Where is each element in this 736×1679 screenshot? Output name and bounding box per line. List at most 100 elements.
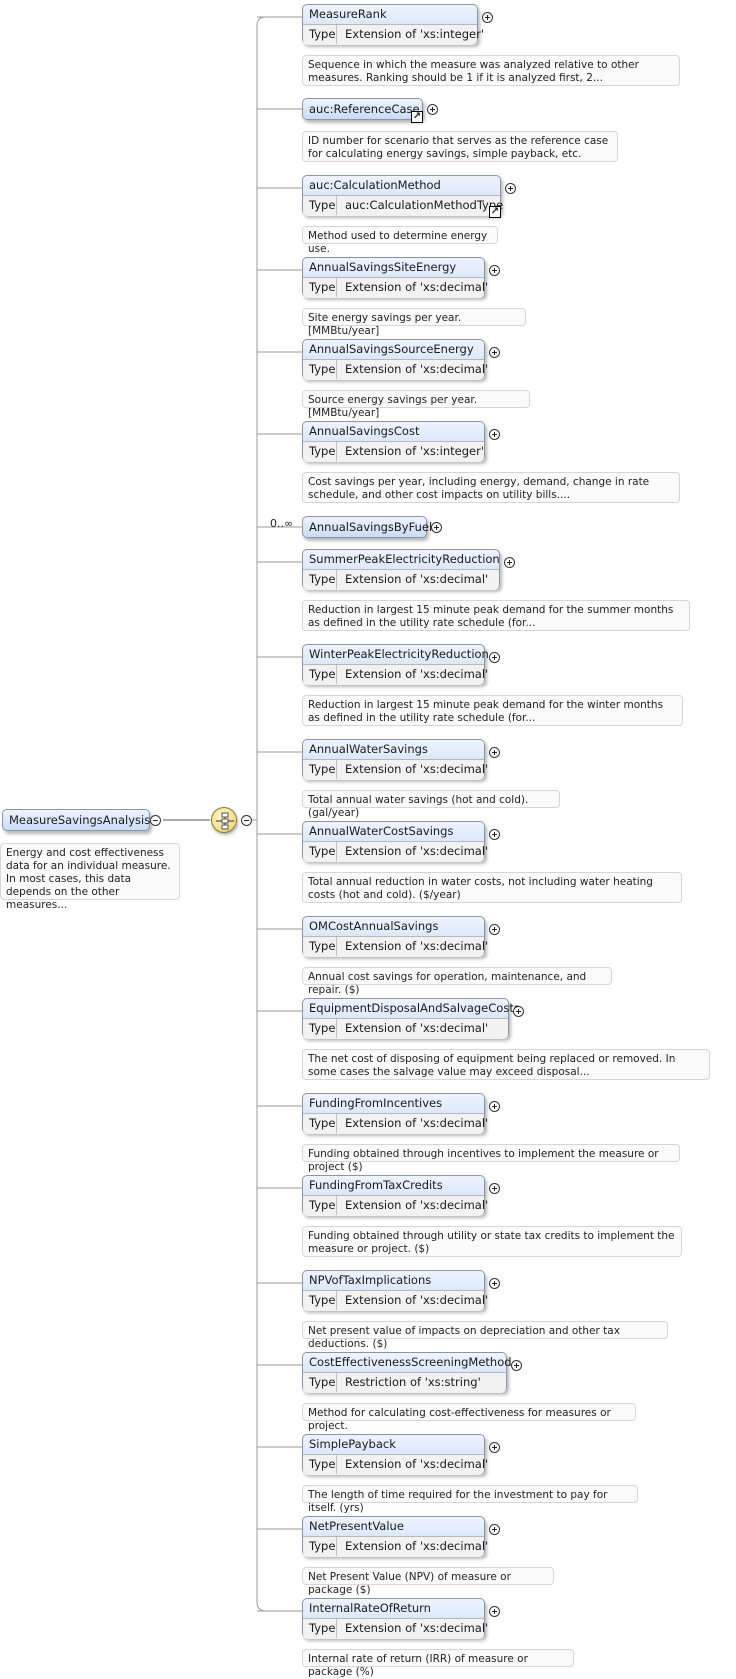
type-value: Extension of 'xs:decimal' (345, 280, 489, 294)
element-name: EquipmentDisposalAndSalvageCosts (309, 1001, 520, 1015)
type-key-label: Type (303, 25, 337, 44)
element-name: NPVofTaxImplications (309, 1273, 432, 1287)
expand-plus-icon[interactable] (489, 429, 500, 440)
sequence-spine-line (256, 16, 267, 1612)
expand-plus-icon[interactable] (489, 265, 500, 276)
expand-plus-icon[interactable] (513, 1006, 524, 1017)
type-key-label: Type (303, 1196, 337, 1215)
element-description: Sequence in which the measure was analyz… (302, 55, 680, 86)
expand-plus-icon[interactable] (431, 522, 442, 533)
element-name: AnnualSavingsCost (309, 424, 420, 438)
element-description: Internal rate of return (IRR) of measure… (302, 1649, 574, 1678)
type-value: Extension of 'xs:decimal' (345, 362, 489, 376)
type-key-label: Type (303, 360, 337, 379)
element-description: Net present value of impacts on deprecia… (302, 1321, 668, 1350)
collapse-minus-icon[interactable] (150, 815, 161, 826)
expand-plus-icon[interactable] (489, 829, 500, 840)
expand-plus-icon[interactable] (505, 183, 516, 194)
type-value: Extension of 'xs:decimal' (345, 939, 489, 953)
type-value: Extension of 'xs:decimal' (345, 1116, 489, 1130)
type-value: Extension of 'xs:decimal' (345, 844, 489, 858)
cardinality-label: 0..∞ (270, 517, 294, 530)
element-name: OMCostAnnualSavings (309, 919, 439, 933)
reference-arrow-icon: ↗ (411, 111, 423, 123)
type-row: Type Extension of 'xs:decimal' (303, 1113, 488, 1134)
element-name: InternalRateOfReturn (309, 1601, 431, 1615)
root-element-node[interactable]: MeasureSavingsAnalysis (2, 809, 150, 831)
element-description: Cost savings per year, including energy,… (302, 472, 680, 503)
root-element-description: Energy and cost effectiveness data for a… (0, 843, 180, 911)
expand-plus-icon[interactable] (427, 104, 438, 115)
type-value: Extension of 'xs:integer' (345, 444, 485, 458)
expand-plus-icon[interactable] (489, 1183, 500, 1194)
expand-plus-icon[interactable] (504, 557, 515, 568)
element-node-reference-case[interactable]: auc:ReferenceCase (302, 98, 423, 120)
element-name: CostEffectivenessScreeningMethod (309, 1355, 512, 1369)
expand-plus-icon[interactable] (489, 1278, 500, 1289)
element-name: MeasureRank (309, 7, 387, 21)
expand-plus-icon[interactable] (482, 12, 493, 23)
type-key-label: Type (303, 1619, 337, 1638)
expand-plus-icon[interactable] (489, 924, 500, 935)
element-description: Reduction in largest 15 minute peak dema… (302, 600, 690, 631)
expand-plus-icon[interactable] (489, 1524, 500, 1535)
type-value: Extension of 'xs:integer' (345, 27, 485, 41)
type-value: Extension of 'xs:decimal' (345, 1539, 489, 1553)
expand-plus-icon[interactable] (489, 1101, 500, 1112)
element-name: AnnualSavingsSourceEnergy (309, 342, 474, 356)
element-description: Method used to determine energy use. (302, 226, 498, 255)
element-node-annual-savings-by-fuel[interactable]: AnnualSavingsByFuel (302, 516, 432, 538)
sequence-compositor-icon[interactable] (211, 807, 237, 833)
expand-plus-icon[interactable] (489, 747, 500, 758)
type-key-label: Type (303, 1114, 337, 1133)
type-value: Extension of 'xs:decimal' (345, 667, 489, 681)
element-description: Site energy savings per year. [MMBtu/yea… (302, 308, 526, 337)
type-key-label: Type (303, 1537, 337, 1556)
expand-plus-icon[interactable] (489, 1606, 500, 1617)
type-value: Extension of 'xs:decimal' (345, 1198, 489, 1212)
element-name: NetPresentValue (309, 1519, 404, 1533)
element-name: auc:CalculationMethod (309, 178, 441, 192)
element-description: The length of time required for the inve… (302, 1485, 638, 1514)
type-key-label: Type (303, 665, 337, 684)
expand-plus-icon[interactable] (489, 347, 500, 358)
element-name: SummerPeakElectricityReduction (309, 552, 500, 566)
expand-plus-icon[interactable] (489, 1442, 500, 1453)
type-row: Type Extension of 'xs:decimal' (303, 359, 488, 380)
type-row: Type Extension of 'xs:decimal' (303, 1536, 488, 1557)
expand-plus-icon[interactable] (489, 652, 500, 663)
type-key-label: Type (303, 1373, 337, 1392)
type-value: Extension of 'xs:decimal' (345, 1457, 489, 1471)
element-description: Total annual reduction in water costs, n… (302, 872, 682, 903)
collapse-minus-icon[interactable] (241, 815, 252, 826)
element-description: Funding obtained through incentives to i… (302, 1144, 680, 1173)
element-description: Reduction in largest 15 minute peak dema… (302, 695, 683, 726)
type-value: auc:CalculationMethodType (345, 198, 504, 212)
element-description: ID number for scenario that serves as th… (302, 131, 618, 162)
type-key-label: Type (303, 278, 337, 297)
expand-plus-icon[interactable] (511, 1360, 522, 1371)
